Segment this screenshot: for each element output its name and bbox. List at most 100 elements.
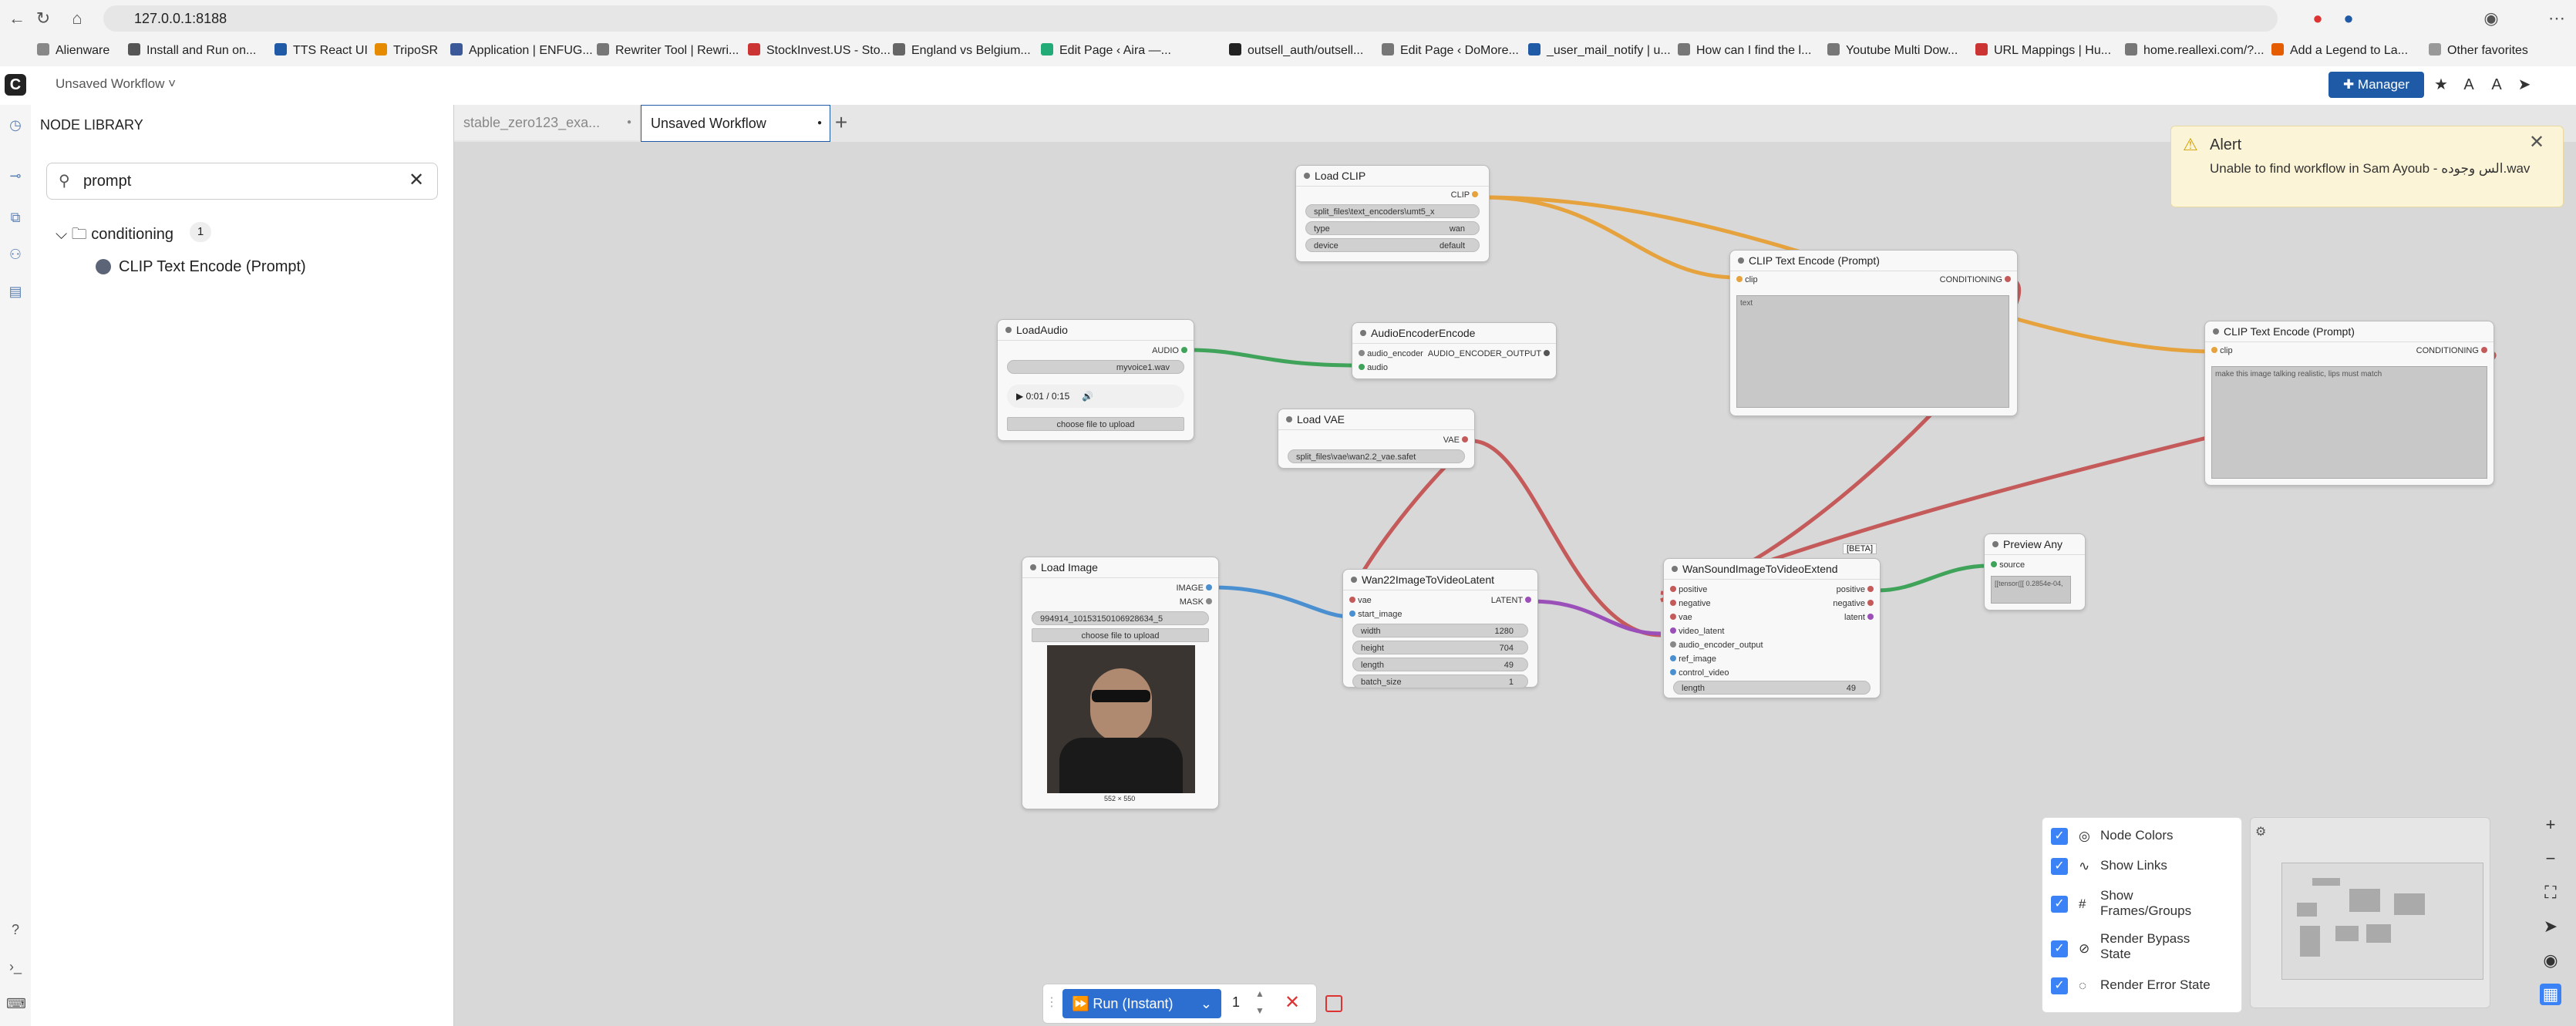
close-icon[interactable]: ✕ [2529,132,2545,153]
node-wan-sound-image-to-video-extend[interactable]: WanSoundImageToVideoExtend [BETA] positi… [1663,543,1881,698]
output-audio-encoder[interactable]: AUDIO_ENCODER_OUTPUT [1428,349,1550,358]
node-load-image[interactable]: Load Image IMAGE MASK 994914_10153150106… [1022,557,1219,809]
output-negative[interactable]: negative [1833,599,1874,608]
bookmark[interactable]: StockInvest.US - Sto... [748,43,891,58]
bookmark[interactable]: Application | ENFUG... [450,43,593,58]
zoom-out-icon[interactable]: − [2545,849,2556,868]
terminal-icon[interactable]: ›_ [8,959,22,974]
zoom-in-icon[interactable]: + [2545,815,2556,834]
prompt-textarea[interactable]: make this image talking realistic, lips … [2211,366,2487,479]
volume-icon[interactable]: 🔊 [1082,391,1094,402]
node-library-icon[interactable]: ⊸ [9,168,22,183]
input-clip[interactable]: clip [2211,346,2233,355]
bookmark[interactable]: How can I find the l... [1678,43,1811,58]
workflows-icon[interactable]: ⚇ [8,247,22,262]
bookmark[interactable]: _user_mail_notify | u... [1528,43,1671,58]
node-wan22-image-to-video-latent[interactable]: Wan22ImageToVideoLatent vae start_image … [1342,569,1538,688]
upload-button[interactable]: choose file to upload [1007,417,1184,431]
output-vae[interactable]: VAE [1443,436,1468,445]
bookmark[interactable]: Rewriter Tool | Rewri... [597,43,739,58]
output-image[interactable]: IMAGE [1176,584,1212,593]
close-icon[interactable]: ✕ [409,170,425,190]
clip-name-widget[interactable]: split_files\text_encoders\umt5_x [1305,204,1480,218]
input-vae[interactable]: vae [1670,613,1692,622]
model-library-icon[interactable]: ⧉ [10,210,21,225]
bookmark[interactable]: Edit Page ‹ Aira —... [1041,43,1171,58]
fit-view-icon[interactable]: ⛶ [2544,883,2557,902]
node-preview-any[interactable]: Preview Any source [[tensor([[ 0.2854e-0… [1984,533,2086,611]
input-video-latent[interactable]: video_latent [1670,627,1724,636]
node-clip-text-encode[interactable]: CLIP Text Encode (Prompt) clip CONDITION… [1729,250,2018,416]
bookmark[interactable]: Add a Legend to La... [2271,43,2408,58]
output-mask[interactable]: MASK [1180,597,1212,607]
input-negative[interactable]: negative [1670,599,1711,608]
bookmark[interactable]: URL Mappings | Hu... [1975,43,2111,58]
comfy-logo-icon[interactable]: C [5,74,26,96]
bookmark[interactable]: Alienware [37,43,109,58]
bookmark[interactable]: home.reallexi.com/?... [2125,43,2265,58]
output-conditioning[interactable]: CONDITIONING [1940,275,2011,284]
node-search-input[interactable] [46,163,438,200]
minimap[interactable]: ⚙ [2250,817,2490,1008]
node-load-vae[interactable]: Load VAE VAE split_files\vae\wan2.2_vae.… [1278,409,1475,469]
output-latent[interactable]: latent [1844,613,1874,622]
output-latent[interactable]: LATENT [1491,596,1531,605]
home-icon[interactable]: ⌂ [72,8,82,28]
upload-button[interactable]: choose file to upload [1032,628,1209,642]
minimap-toggle-icon[interactable]: ▦ [2540,984,2561,1005]
menu-icon[interactable]: ⋯ [2548,8,2565,28]
workflow-menu[interactable]: Unsaved Workflow ˅ [56,76,177,91]
profile-avatar[interactable]: ◉ [2483,8,2499,28]
share-icon[interactable]: ➤ [2517,76,2531,93]
audio-file-widget[interactable]: myvoice1.wav [1007,360,1184,374]
input-audio[interactable]: audio [1359,363,1388,372]
drag-handle-icon[interactable]: ⋮ [1046,996,1058,1009]
reload-icon[interactable]: ↻ [35,8,51,28]
output-conditioning[interactable]: CONDITIONING [2416,346,2487,355]
input-source[interactable]: source [1991,560,2025,570]
node-audio-encoder-encode[interactable]: AudioEncoderEncode audio_encoder AUDIO_E… [1352,322,1557,379]
manager-button[interactable]: ✚ Manager [2329,72,2424,98]
output-audio[interactable]: AUDIO [1152,346,1187,355]
star-icon[interactable]: ★ [2434,76,2448,93]
bookmark[interactable]: TripoSR [375,43,438,58]
other-favorites[interactable]: Other favorites [2429,43,2528,58]
input-clip[interactable]: clip [1736,275,1758,284]
history-icon[interactable]: ◷ [9,117,22,133]
audio-player[interactable]: ▶ 0:01 / 0:15🔊 [1007,385,1184,408]
node-load-audio[interactable]: LoadAudio AUDIO myvoice1.wav ▶ 0:01 / 0:… [997,319,1194,441]
font-large-icon[interactable]: A [2491,76,2502,93]
show-links-checkbox[interactable]: ✓ [2051,858,2068,875]
stepper-down-icon[interactable]: ▼ [1255,1005,1264,1016]
input-audio-encoder[interactable]: audio_encoder [1359,349,1423,358]
bookmark[interactable]: Edit Page ‹ DoMore... [1382,43,1519,58]
bookmark[interactable]: outsell_auth/outsell... [1229,43,1363,58]
render-bypass-checkbox[interactable]: ✓ [2051,940,2068,957]
keyboard-icon[interactable]: ⌨ [6,996,26,1011]
prompt-textarea[interactable]: text [1736,295,2009,408]
bookmark[interactable]: England vs Belgium... [893,43,1031,58]
address-bar[interactable]: 127.0.0.1:8188 [103,5,2278,32]
input-vae[interactable]: vae [1349,596,1372,605]
font-icon[interactable]: A [2463,76,2474,93]
settings-icon[interactable]: ⚙ [2255,826,2267,839]
render-error-checkbox[interactable]: ✓ [2051,977,2068,994]
select-mode-icon[interactable]: ➤ [2543,917,2558,936]
tab-stable-zero123[interactable]: stable_zero123_exa...● [454,105,639,140]
node-clip-text-encode[interactable]: CLIP Text Encode (Prompt) clip CONDITION… [2204,321,2494,486]
input-control-video[interactable]: control_video [1670,668,1729,678]
chevron-down-icon[interactable]: ⌄ [1200,996,1212,1011]
filter-icon[interactable]: ⚲ [59,173,70,190]
library-node-clip-text-encode[interactable]: CLIP Text Encode (Prompt) [119,258,306,275]
bookmark[interactable]: TTS React UI [274,43,368,58]
batch-count-input[interactable]: 1 [1232,994,1241,1010]
run-button[interactable]: ⏩ Run (Instant)⌄ [1062,989,1221,1018]
image-file-widget[interactable]: 994914_10153150106928634_5 [1032,611,1209,625]
play-icon[interactable]: ▶ [1016,391,1026,402]
